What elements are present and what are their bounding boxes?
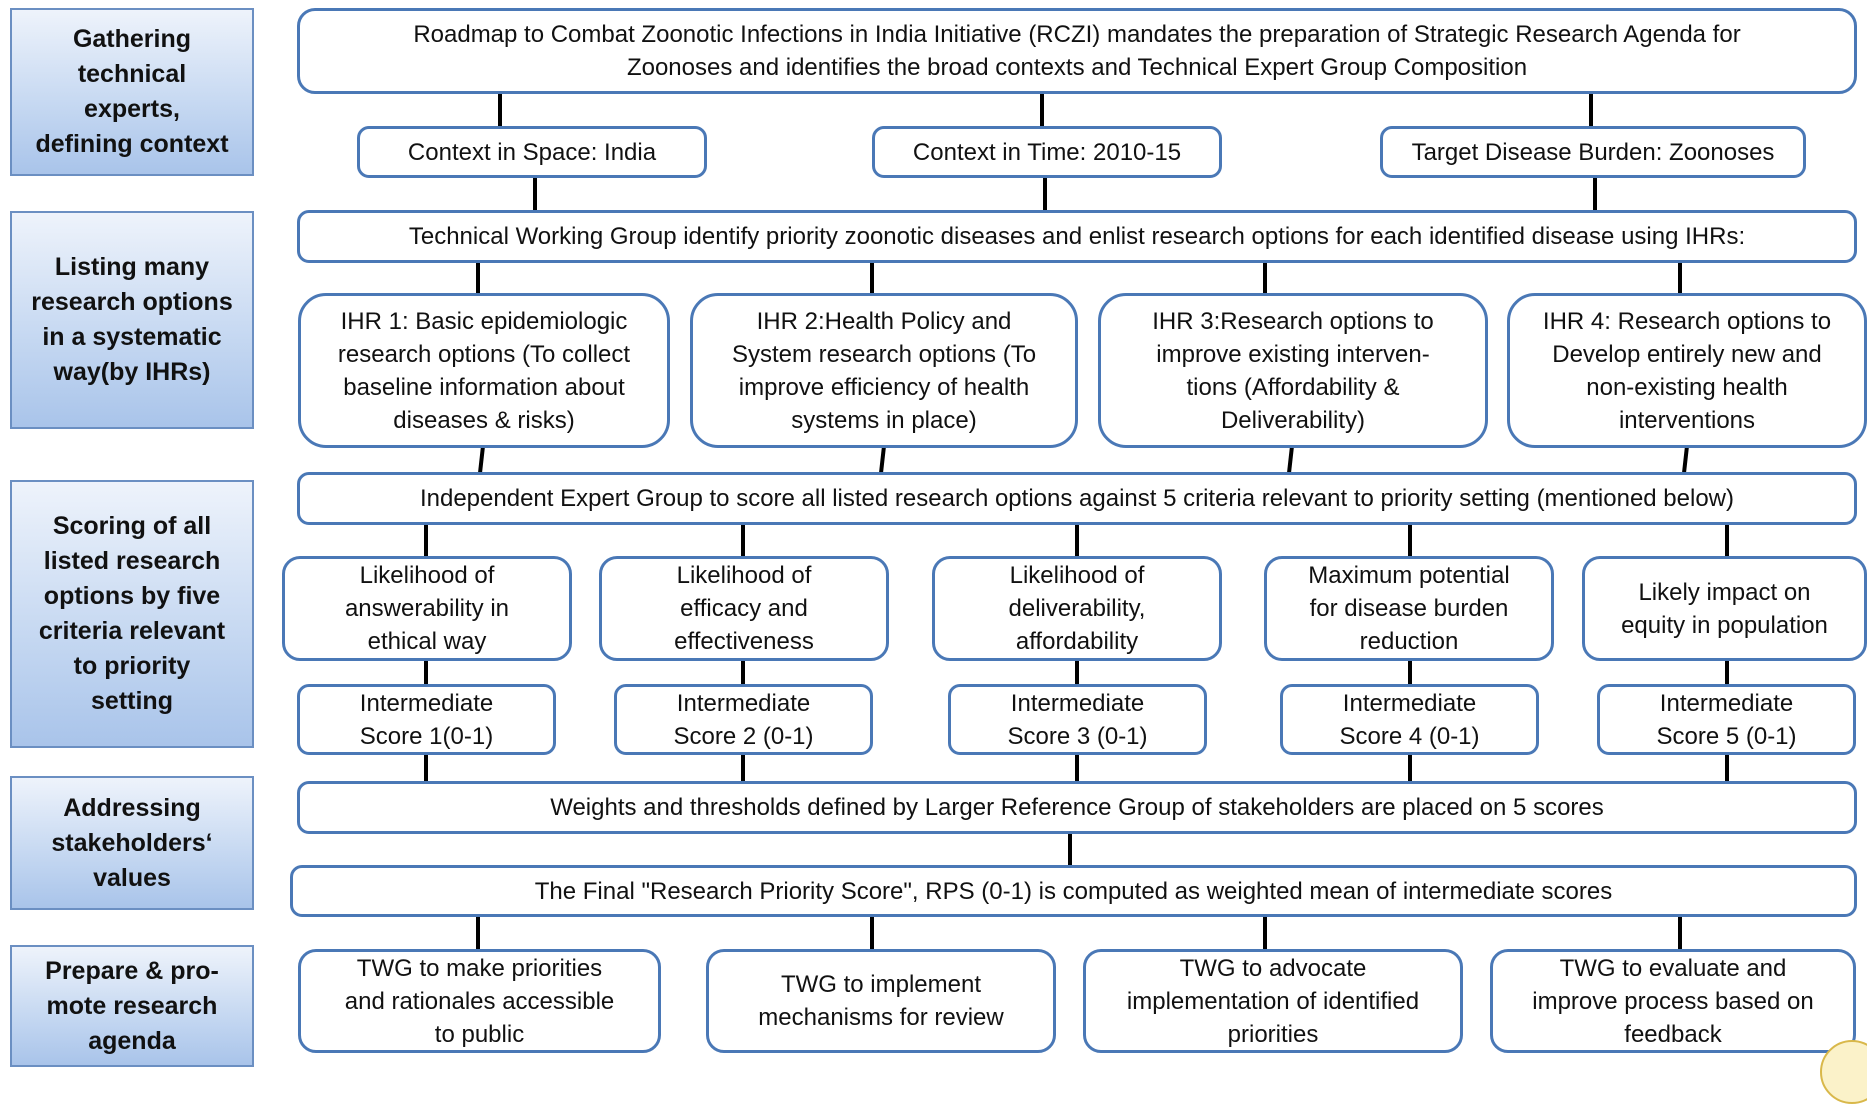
weights-box: Weights and thresholds defined by Larger… [297,781,1857,834]
ihr-1-box: IHR 1: Basic epidemiologic research opti… [298,293,670,448]
action-evaluate-box: TWG to evaluate and improve process base… [1490,949,1856,1053]
action-public-box: TWG to make priorities and rationales ac… [298,949,661,1053]
final-rps-box: The Final "Research Priority Score", RPS… [290,865,1857,917]
score-1-box: Intermediate Score 1(0-1) [297,684,556,755]
criterion-4-box: Maximum potential for disease burden red… [1264,556,1554,661]
criterion-1-box: Likelihood of answerability in ethical w… [282,556,572,661]
ihr-4-box: IHR 4: Research options to Develop entir… [1507,293,1867,448]
flowchart: Gathering technical experts, defining co… [10,8,1867,1104]
criterion-3-box: Likelihood of deliverability, affordabil… [932,556,1222,661]
target-disease-box: Target Disease Burden: Zoonoses [1380,126,1806,178]
stage-label-listing: Listing many research options in a syste… [10,211,254,429]
stage-label-scoring: Scoring of all listed research options b… [10,480,254,748]
context-time-box: Context in Time: 2010-15 [872,126,1222,178]
expert-group-box: Independent Expert Group to score all li… [297,472,1857,525]
stage-label-prepare: Prepare & pro- mote research agenda [10,945,254,1067]
stage-label-addressing: Addressing stakeholders‘ values [10,776,254,910]
context-space-box: Context in Space: India [357,126,707,178]
twg-identify-box: Technical Working Group identify priorit… [297,210,1857,263]
ihr-3-box: IHR 3:Research options to improve existi… [1098,293,1488,448]
action-review-box: TWG to implement mechanisms for review [706,949,1056,1053]
roadmap-box: Roadmap to Combat Zoonotic Infections in… [297,8,1857,94]
score-5-box: Intermediate Score 5 (0-1) [1597,684,1856,755]
ihr-2-box: IHR 2:Health Policy and System research … [690,293,1078,448]
criterion-2-box: Likelihood of efficacy and effectiveness [599,556,889,661]
connector-lines [424,92,1729,950]
action-advocate-box: TWG to advocate implementation of identi… [1083,949,1463,1053]
criterion-5-box: Likely impact on equity in population [1582,556,1867,661]
score-2-box: Intermediate Score 2 (0-1) [614,684,873,755]
score-4-box: Intermediate Score 4 (0-1) [1280,684,1539,755]
score-3-box: Intermediate Score 3 (0-1) [948,684,1207,755]
stage-label-gathering: Gathering technical experts, defining co… [10,8,254,176]
